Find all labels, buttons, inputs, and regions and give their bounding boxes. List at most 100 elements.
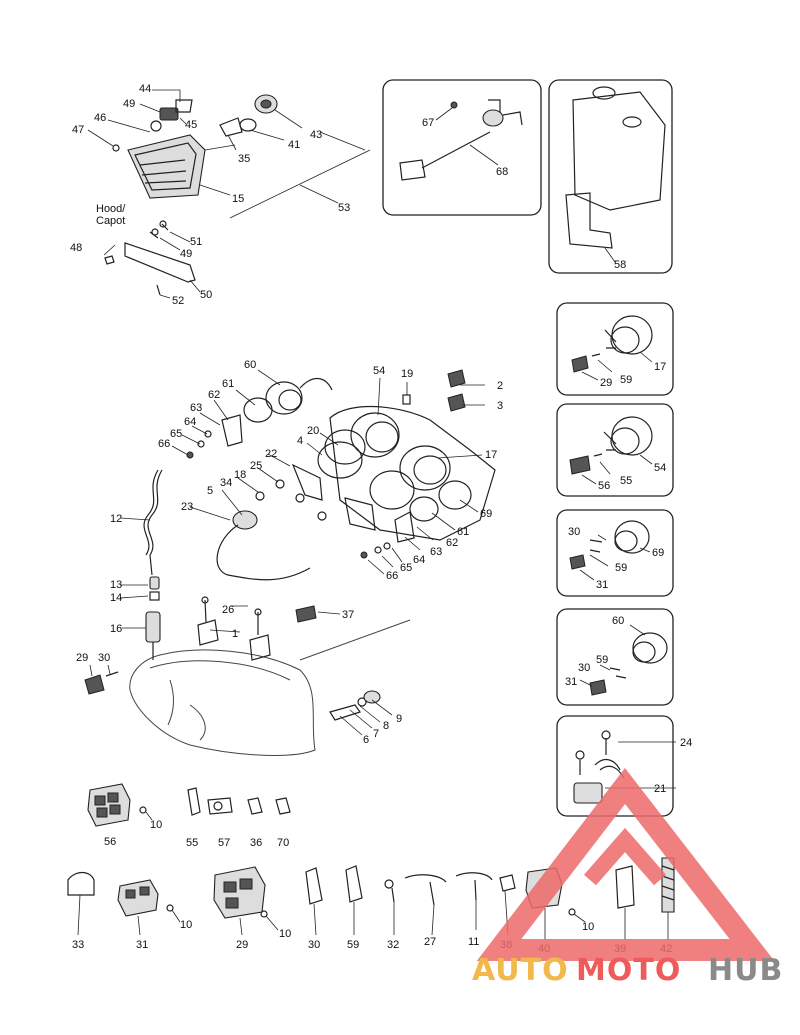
cable-harness <box>84 469 163 695</box>
callout-50: 50 <box>200 289 212 301</box>
callout-16: 16 <box>110 623 122 635</box>
callout-49: 49 <box>123 98 135 110</box>
inset4-callout-59: 59 <box>596 654 608 666</box>
bottom-callout-36: 36 <box>250 837 262 849</box>
inset2-callout-55: 55 <box>620 475 632 487</box>
bottom-callout-33: 33 <box>72 939 84 951</box>
callout-29a: 29 <box>76 652 88 664</box>
callout-46: 46 <box>94 112 106 124</box>
callout-69: 69 <box>480 508 492 520</box>
inset-tank-bracket <box>548 79 673 274</box>
inset1-callout-17: 17 <box>654 361 666 373</box>
bottom-callout-70: 70 <box>277 837 289 849</box>
inset-gauge-69 <box>556 509 674 597</box>
callout-58: 58 <box>614 259 626 271</box>
callout-48: 48 <box>70 242 82 254</box>
callout-62b: 62 <box>446 537 458 549</box>
inset1-callout-59: 59 <box>620 374 632 386</box>
inset5-callout-21: 21 <box>654 783 666 795</box>
callout-2: 2 <box>497 380 503 392</box>
bottom-callout-10c: 10 <box>279 928 291 940</box>
callout-61b: 61 <box>457 526 469 538</box>
callout-63b: 63 <box>430 546 442 558</box>
callout-1: 1 <box>232 628 238 640</box>
bottom-callout-31: 31 <box>136 939 148 951</box>
callout-67: 67 <box>422 117 434 129</box>
callout-15: 15 <box>232 193 244 205</box>
bottom-callout-57: 57 <box>218 837 230 849</box>
bottom-callout-27: 27 <box>424 936 436 948</box>
callout-61a: 61 <box>222 378 234 390</box>
inset2-callout-54: 54 <box>654 462 666 474</box>
inset4-callout-60: 60 <box>612 615 624 627</box>
callout-26: 26 <box>222 604 234 616</box>
bottom-callout-10b: 10 <box>180 919 192 931</box>
callout-23: 23 <box>181 501 193 513</box>
headlamp-assembly <box>87 89 371 219</box>
callout-5: 5 <box>207 485 213 497</box>
callout-9: 9 <box>396 713 402 725</box>
callout-6: 6 <box>363 734 369 746</box>
bottom-callout-30: 30 <box>308 939 320 951</box>
bottom-callout-56: 56 <box>104 836 116 848</box>
instrument-cluster <box>171 369 496 581</box>
callout-63a: 63 <box>190 402 202 414</box>
watermark-text-hub: HUB <box>708 953 783 988</box>
inset-gauge-60 <box>556 608 674 706</box>
callout-30a: 30 <box>98 652 110 664</box>
callout-52: 52 <box>172 295 184 307</box>
inset3-callout-31: 31 <box>596 579 608 591</box>
bottom-callout-10a: 10 <box>150 819 162 831</box>
callout-14: 14 <box>110 592 122 604</box>
hood-bracket-group <box>103 220 201 299</box>
callout-12: 12 <box>110 513 122 525</box>
callout-34: 34 <box>220 477 232 489</box>
callout-68: 68 <box>496 166 508 178</box>
watermark-text-auto: AUTO <box>472 953 569 988</box>
bottom-callout-29: 29 <box>236 939 248 951</box>
inset4-callout-30: 30 <box>578 662 590 674</box>
inset-tachometer <box>556 302 674 396</box>
callout-41: 41 <box>288 139 300 151</box>
callout-64b: 64 <box>413 554 425 566</box>
inset3-callout-59: 59 <box>615 562 627 574</box>
inset-speedometer <box>556 403 674 497</box>
callout-49b: 49 <box>180 248 192 260</box>
callout-35: 35 <box>238 153 250 165</box>
callout-22: 22 <box>265 448 277 460</box>
inset1-callout-29: 29 <box>600 377 612 389</box>
callout-13: 13 <box>110 579 122 591</box>
inset3-callout-69: 69 <box>652 547 664 559</box>
callout-51: 51 <box>190 236 202 248</box>
callout-45: 45 <box>185 119 197 131</box>
watermark-text-moto: MOTO <box>576 953 681 988</box>
callout-25: 25 <box>250 460 262 472</box>
callout-62a: 62 <box>208 389 220 401</box>
callout-4: 4 <box>297 435 303 447</box>
callout-44: 44 <box>139 83 151 95</box>
inset5-callout-24: 24 <box>680 737 692 749</box>
inset-fuel-sender <box>382 79 542 216</box>
callout-19: 19 <box>401 368 413 380</box>
callout-8: 8 <box>383 720 389 732</box>
callout-47: 47 <box>72 124 84 136</box>
hood-label-line1: Hood/ <box>96 203 126 215</box>
callout-65a: 65 <box>170 428 182 440</box>
bottom-callout-55: 55 <box>186 837 198 849</box>
callout-3: 3 <box>497 400 503 412</box>
callout-60: 60 <box>244 359 256 371</box>
inset4-callout-31: 31 <box>565 676 577 688</box>
callout-54: 54 <box>373 365 385 377</box>
callout-7: 7 <box>373 728 379 740</box>
hood-label-line2: Capot <box>96 215 125 227</box>
callout-66a: 66 <box>158 438 170 450</box>
bottom-callout-59: 59 <box>347 939 359 951</box>
bottom-callout-10d: 10 <box>582 921 594 933</box>
inset3-callout-30: 30 <box>568 526 580 538</box>
bottom-callout-32: 32 <box>387 939 399 951</box>
callout-43: 43 <box>310 129 322 141</box>
callout-17: 17 <box>485 449 497 461</box>
inset2-callout-56: 56 <box>598 480 610 492</box>
